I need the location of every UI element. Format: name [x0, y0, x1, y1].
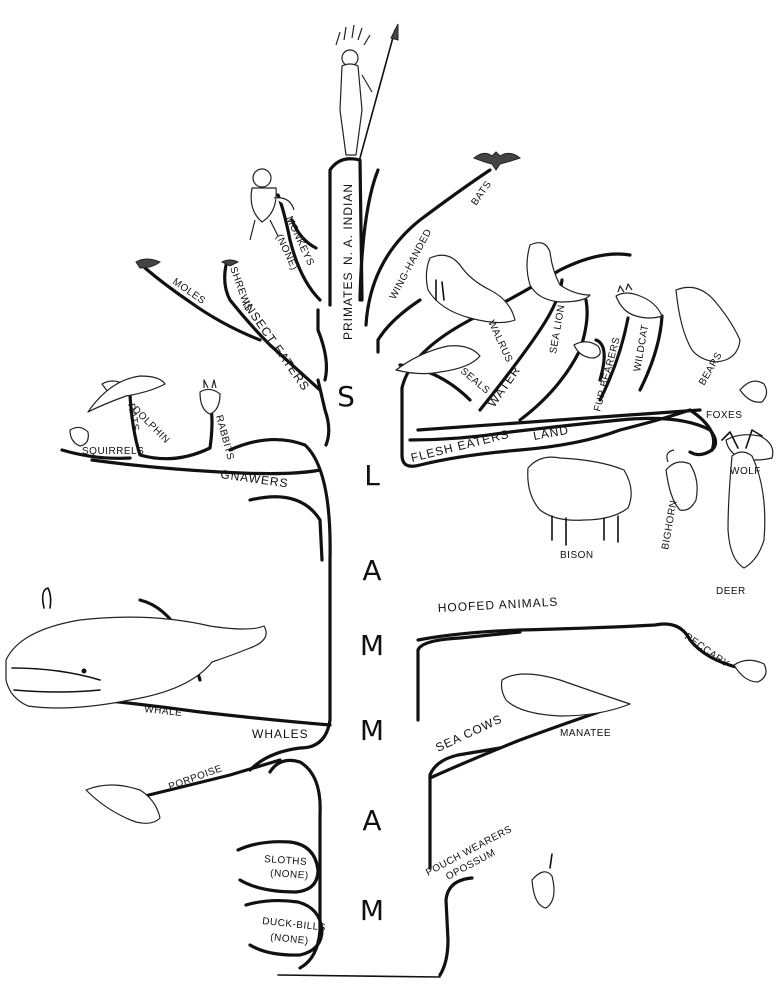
porpoise-icon	[86, 785, 160, 823]
fox-icon	[740, 381, 767, 402]
rabbit-icon	[200, 380, 220, 414]
branch-labels: PRIMATES N. A. INDIAN MONKEYS (NONE) INS…	[82, 179, 761, 947]
squirrel-icon	[70, 427, 88, 446]
bat-icon	[474, 152, 520, 170]
label-insect-eaters: INSECT EATERS	[240, 298, 313, 394]
trunk-letter-2: A	[362, 804, 381, 837]
label-sloths-none: (NONE)	[270, 868, 309, 882]
label-gnawers: GNAWERS	[220, 467, 290, 490]
bear-icon	[676, 287, 740, 362]
label-peccary: PECCARY	[682, 631, 731, 670]
label-primates: PRIMATES	[341, 272, 355, 340]
label-rabbits: RABBITS	[213, 414, 236, 462]
trunk-letter-3: M	[360, 714, 384, 747]
trunk-letter-6: L	[364, 459, 380, 492]
label-na-indian: N. A. INDIAN	[341, 183, 355, 265]
trunk-letter-7: S	[337, 380, 355, 413]
trunk-letter-4: M	[360, 629, 384, 662]
label-foxes: FOXES	[706, 410, 742, 421]
label-duck-bills-none: (NONE)	[270, 932, 310, 947]
wildcat-icon	[616, 284, 662, 318]
trunk-title: M A M M A L S	[337, 380, 384, 927]
label-sloths: SLOTHS	[264, 854, 308, 868]
whale-icon	[6, 588, 266, 708]
label-bison: BISON	[560, 550, 594, 561]
label-bighorn: BIGHORN	[660, 499, 680, 550]
label-hoofed-animals: HOOFED ANIMALS	[437, 595, 558, 615]
label-flesh-eaters: FLESH EATERS	[409, 427, 511, 465]
label-whales: WHALES	[252, 727, 309, 741]
opossum-icon	[532, 854, 554, 908]
label-wildcat: WILDCAT	[632, 324, 651, 373]
label-deer: DEER	[716, 586, 746, 597]
label-whale: WHALE	[144, 704, 183, 719]
walrus-icon	[426, 255, 515, 322]
mole-icon	[136, 259, 160, 268]
label-squirrels: SQUIRRELS	[82, 446, 144, 457]
label-duck-bills: DUCK-BILLS	[262, 916, 327, 934]
peccary-icon	[734, 660, 766, 682]
trunk-letter-1: M	[360, 894, 384, 927]
label-wolf: WOLF	[730, 466, 761, 477]
label-land: LAND	[532, 423, 570, 443]
indian-figure-icon	[336, 24, 398, 158]
bison-icon	[528, 457, 631, 545]
manatee-icon	[502, 674, 631, 716]
label-walrus: WALRUS	[485, 319, 514, 365]
trunk-letter-5: A	[362, 554, 381, 587]
label-manatee: MANATEE	[560, 728, 611, 739]
